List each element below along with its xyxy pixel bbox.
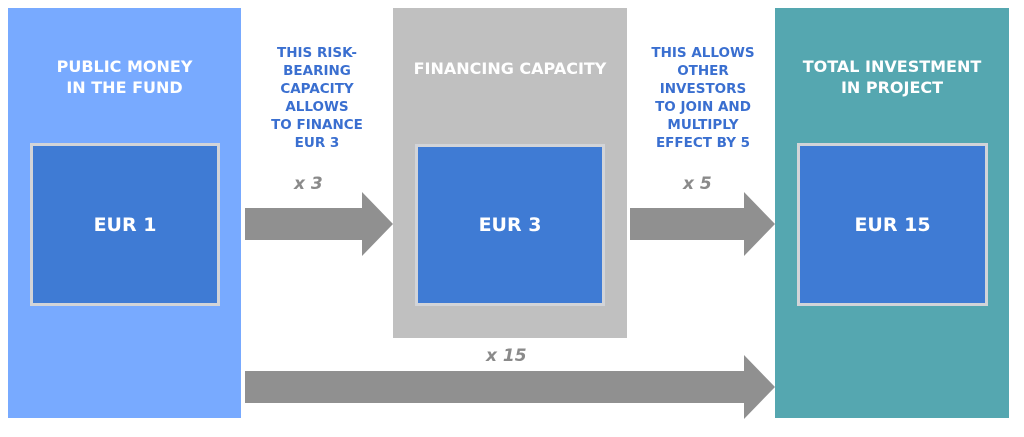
multiplier-x15: x 15	[486, 346, 527, 366]
column-financing-capacity: FINANCING CAPACITY EUR 3	[393, 8, 627, 338]
note-other-investors: THIS ALLOWS OTHER INVESTORS TO JOIN AND …	[651, 45, 755, 151]
multiplier-x3: x 3	[294, 174, 323, 194]
column-public-money: PUBLIC MONEY IN THE FUND EUR 1	[8, 8, 241, 418]
arrow-x3	[245, 192, 393, 256]
note-risk-bearing: THIS RISK- BEARING CAPACITY ALLOWS TO FI…	[271, 45, 363, 151]
column-title: PUBLIC MONEY IN THE FUND	[56, 57, 193, 97]
arrow-x15	[245, 355, 775, 419]
column-title: TOTAL INVESTMENT IN PROJECT	[802, 57, 982, 97]
arrow-x5	[630, 192, 775, 256]
column-total-investment: TOTAL INVESTMENT IN PROJECT EUR 15	[775, 8, 1009, 418]
column-title: FINANCING CAPACITY	[413, 59, 607, 78]
value-box: EUR 15	[797, 143, 988, 306]
value-box: EUR 1	[30, 143, 220, 306]
multiplier-x5: x 5	[683, 174, 712, 194]
value-box: EUR 3	[415, 144, 605, 306]
